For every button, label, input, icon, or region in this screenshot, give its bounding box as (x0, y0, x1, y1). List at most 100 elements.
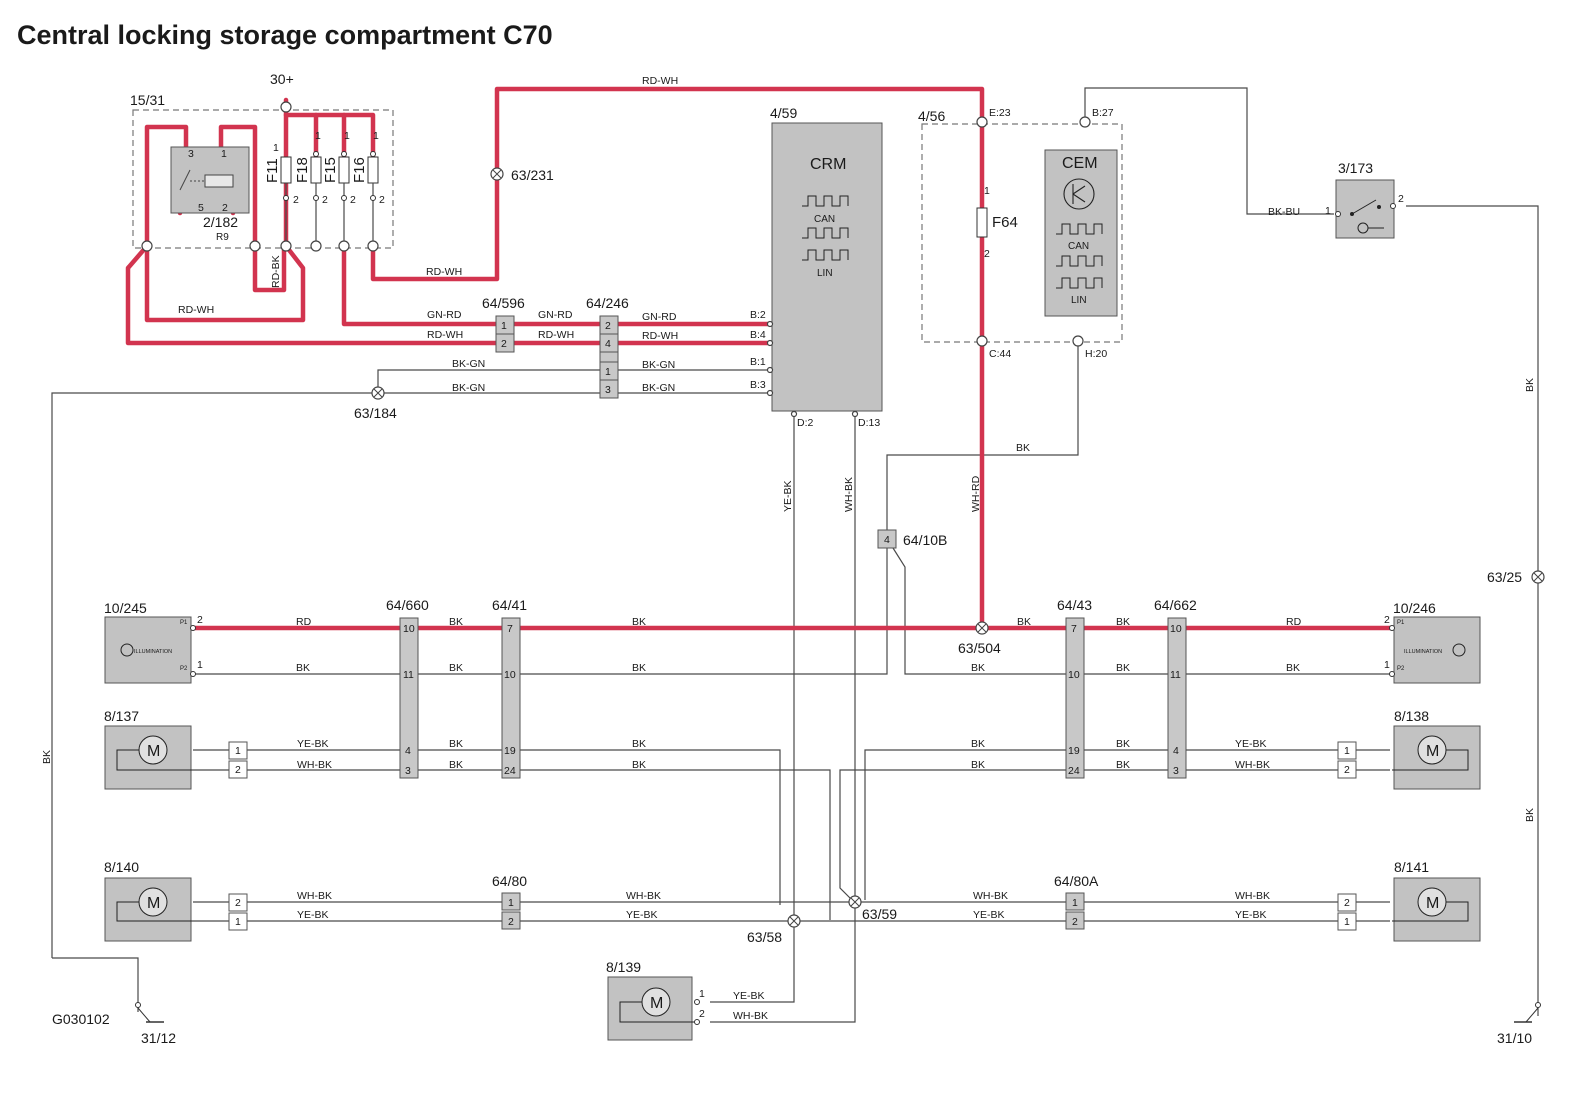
fuse-f11: F11 (264, 158, 281, 183)
diagram-title: Central locking storage compartment C70 (17, 20, 553, 50)
svg-text:10/245: 10/245 (104, 600, 147, 616)
svg-text:WH-BK: WH-BK (626, 890, 661, 902)
svg-text:11: 11 (1170, 669, 1181, 681)
wire-labels-top: RD-WH RD-WH RD-WH RD-BK GN-RD GN-RD GN-R… (41, 75, 1536, 822)
svg-text:GN-RD: GN-RD (538, 309, 573, 321)
svg-text:31/10: 31/10 (1497, 1030, 1532, 1046)
svg-text:BK: BK (1016, 442, 1030, 454)
svg-text:31/12: 31/12 (141, 1030, 176, 1046)
svg-text:4: 4 (884, 534, 890, 546)
svg-text:1: 1 (605, 366, 611, 378)
svg-text:8/139: 8/139 (606, 959, 641, 975)
motor-8-138: 8/138 M 1 2 (1337, 708, 1481, 790)
svg-text:GN-RD: GN-RD (642, 311, 677, 323)
svg-text:BK: BK (632, 616, 646, 628)
svg-text:RD-WH: RD-WH (426, 266, 462, 278)
svg-text:BK: BK (449, 662, 463, 674)
svg-text:64/43: 64/43 (1057, 597, 1092, 613)
svg-text:10: 10 (504, 669, 516, 681)
svg-text:RD-WH: RD-WH (178, 304, 214, 316)
svg-text:2: 2 (605, 320, 611, 332)
svg-text:24: 24 (1068, 765, 1080, 777)
svg-text:1: 1 (501, 320, 507, 332)
svg-text:WH-RD: WH-RD (970, 475, 982, 512)
svg-text:E:23: E:23 (989, 107, 1011, 119)
svg-text:BK: BK (971, 759, 985, 771)
svg-text:B:1: B:1 (750, 356, 766, 368)
svg-text:D:13: D:13 (858, 417, 880, 429)
svg-text:1: 1 (699, 988, 705, 1000)
svg-text:WH-BK: WH-BK (973, 890, 1008, 902)
connector-64-662: 64/662 10 11 4 3 (1154, 597, 1197, 779)
svg-text:2: 2 (501, 338, 507, 350)
svg-text:BK-GN: BK-GN (642, 382, 675, 394)
cem-module: 4/56 E:23 B:27 1 2 F64 CEM CAN LIN C:44 … (918, 107, 1123, 360)
connector-64-80a: 64/80A 1 2 (1054, 873, 1099, 930)
svg-text:64/80: 64/80 (492, 873, 527, 889)
svg-text:1: 1 (315, 130, 321, 142)
svg-text:3: 3 (405, 765, 411, 777)
motor-8-137: 8/137 M 1 2 (104, 708, 248, 790)
svg-text:CAN: CAN (814, 214, 835, 225)
svg-text:3/173: 3/173 (1338, 160, 1373, 176)
svg-text:7: 7 (1071, 623, 1077, 635)
connector-64-41: 64/41 7 10 19 24 (492, 597, 527, 779)
svg-text:BK: BK (1116, 662, 1130, 674)
svg-text:M: M (1426, 743, 1439, 760)
svg-text:2: 2 (1072, 916, 1078, 928)
svg-text:2: 2 (222, 202, 228, 214)
svg-text:1: 1 (235, 745, 241, 757)
svg-text:GN-RD: GN-RD (427, 309, 462, 321)
red-wires (125, 86, 1395, 631)
svg-text:8/137: 8/137 (104, 708, 139, 724)
svg-text:2: 2 (293, 194, 299, 206)
svg-text:10: 10 (403, 623, 415, 635)
svg-text:4/56: 4/56 (918, 108, 945, 124)
svg-text:64/660: 64/660 (386, 597, 429, 613)
svg-text:2: 2 (508, 916, 514, 928)
svg-text:YE-BK: YE-BK (626, 909, 658, 921)
motor-8-141: 8/141 M 2 1 (1337, 859, 1481, 942)
svg-text:10: 10 (1068, 669, 1080, 681)
svg-text:BK: BK (632, 662, 646, 674)
svg-text:2: 2 (350, 194, 356, 206)
svg-text:BK: BK (449, 738, 463, 750)
svg-text:8/140: 8/140 (104, 859, 139, 875)
fusebox-id: 15/31 (130, 92, 165, 108)
svg-text:P2: P2 (180, 666, 188, 672)
svg-text:7: 7 (507, 623, 513, 635)
svg-text:B:3: B:3 (750, 379, 766, 391)
switch-3-173: 3/173 1 2 (1325, 160, 1404, 239)
svg-text:B:2: B:2 (750, 309, 766, 321)
svg-text:WH-BK: WH-BK (297, 759, 332, 771)
svg-text:ILLUMINATION: ILLUMINATION (134, 649, 172, 655)
svg-text:10: 10 (1170, 623, 1182, 635)
svg-text:2: 2 (379, 194, 385, 206)
svg-text:RD-WH: RD-WH (642, 330, 678, 342)
svg-text:4: 4 (405, 745, 411, 757)
svg-text:1: 1 (235, 916, 241, 928)
svg-text:19: 19 (504, 745, 516, 757)
wire-labels-row1: YE-BK BK BK BK BK YE-BK WH-BK BK BK BK B… (297, 738, 1270, 771)
svg-text:BK-GN: BK-GN (642, 359, 675, 371)
svg-text:WH-BK: WH-BK (1235, 890, 1270, 902)
svg-text:RD-WH: RD-WH (538, 329, 574, 341)
svg-text:5: 5 (198, 202, 204, 214)
svg-text:WH-BK: WH-BK (843, 477, 855, 512)
splice-63-184: 63/184 (354, 405, 397, 421)
fuse-f64: F64 (992, 214, 1018, 231)
svg-text:BK: BK (449, 616, 463, 628)
svg-text:BK: BK (41, 750, 53, 764)
svg-text:24: 24 (504, 765, 516, 777)
splice-63-58: 63/58 (747, 929, 782, 945)
svg-text:D:2: D:2 (797, 417, 814, 429)
svg-text:CAN: CAN (1068, 241, 1089, 252)
svg-text:B:27: B:27 (1092, 107, 1114, 119)
wire-labels-row2: WH-BK WH-BK WH-BK WH-BK YE-BK YE-BK YE-B… (297, 890, 1270, 921)
splice-63-504: 63/504 (958, 640, 1001, 656)
svg-text:2: 2 (322, 194, 328, 206)
svg-text:1: 1 (1384, 659, 1390, 671)
svg-text:WH-BK: WH-BK (297, 890, 332, 902)
svg-text:2: 2 (1384, 614, 1390, 626)
